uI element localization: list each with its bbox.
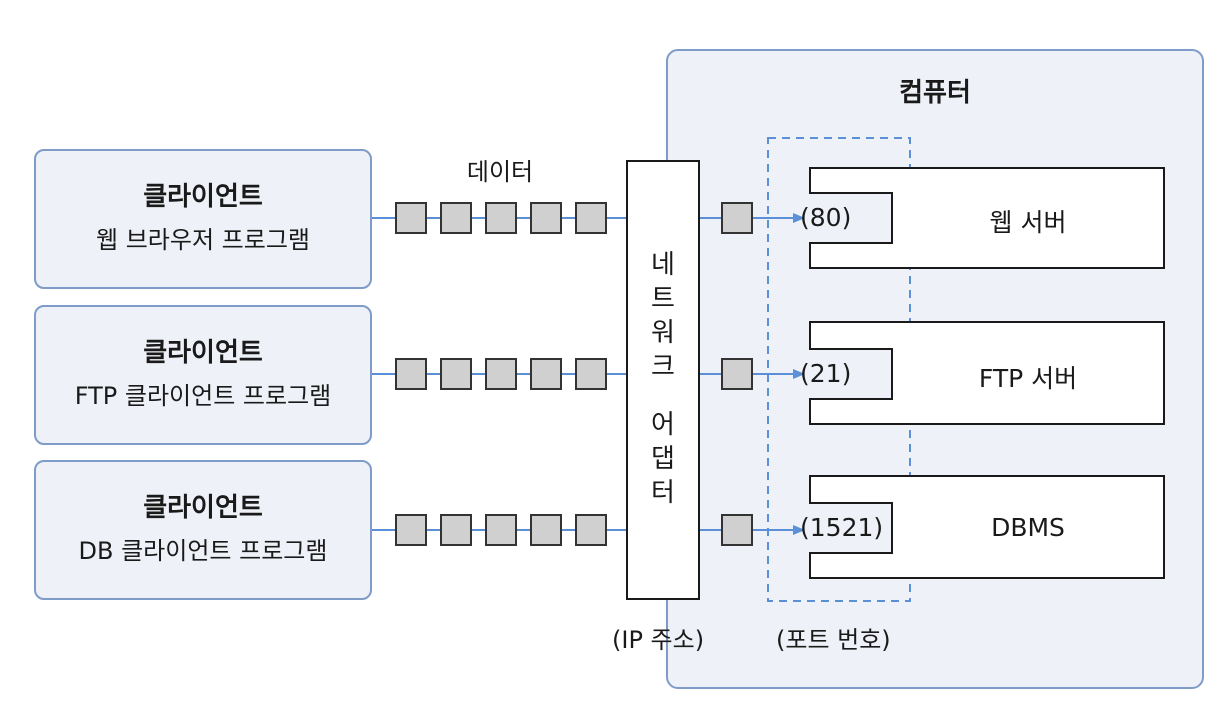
client-box-web-browser: 클라이언트 웹 브라우저 프로그램	[34, 149, 372, 289]
port-number-caption: (포트 번호)	[776, 626, 891, 654]
data-packet	[395, 514, 427, 546]
network-adapter-char: 터	[651, 478, 675, 508]
data-packet	[485, 202, 517, 234]
data-packet	[485, 358, 517, 390]
server-name-ftp: FTP 서버	[978, 364, 1078, 393]
network-adapter-char: 어	[651, 410, 675, 440]
delivered-packet-2	[721, 358, 753, 390]
network-adapter-char: 네	[651, 250, 675, 280]
port-region-dashed	[767, 137, 911, 602]
network-adapter-box	[626, 160, 700, 600]
client-title: 클라이언트	[143, 182, 263, 212]
client-program: FTP 클라이언트 프로그램	[74, 382, 332, 410]
client-box-db-client: 클라이언트 DB 클라이언트 프로그램	[34, 460, 372, 600]
client-program: 웹 브라우저 프로그램	[96, 226, 310, 254]
server-box-dbms	[809, 475, 1165, 579]
server-name-dbms: DBMS	[991, 513, 1065, 542]
data-packet	[575, 514, 607, 546]
data-packet	[530, 514, 562, 546]
data-packet	[575, 202, 607, 234]
data-packet	[575, 358, 607, 390]
data-packet	[440, 514, 472, 546]
data-packet	[485, 514, 517, 546]
network-adapter-char: 크	[651, 352, 675, 382]
data-packet	[530, 202, 562, 234]
delivered-packet-3	[721, 514, 753, 546]
server-box-web	[809, 167, 1165, 269]
data-packet	[440, 358, 472, 390]
data-packet	[440, 202, 472, 234]
client-box-ftp-client: 클라이언트 FTP 클라이언트 프로그램	[34, 305, 372, 445]
port-number-web: (80)	[800, 203, 852, 232]
server-box-ftp	[809, 321, 1165, 425]
server-name-web: 웹 서버	[989, 208, 1067, 237]
delivered-packet-1	[721, 202, 753, 234]
client-title: 클라이언트	[143, 493, 263, 523]
data-packet	[395, 202, 427, 234]
client-title: 클라이언트	[143, 338, 263, 368]
port-number-ftp: (21)	[800, 359, 852, 388]
computer-title: 컴퓨터	[899, 78, 971, 108]
port-number-dbms: (1521)	[800, 513, 884, 542]
data-packet	[530, 358, 562, 390]
data-packet	[395, 358, 427, 390]
network-adapter-char: 댑	[651, 444, 675, 474]
network-adapter-char: 워	[651, 318, 675, 348]
data-label: 데이터	[466, 158, 534, 186]
client-program: DB 클라이언트 프로그램	[78, 537, 328, 565]
network-adapter-char: 트	[651, 284, 675, 314]
ip-address-caption: (IP 주소)	[612, 626, 705, 654]
